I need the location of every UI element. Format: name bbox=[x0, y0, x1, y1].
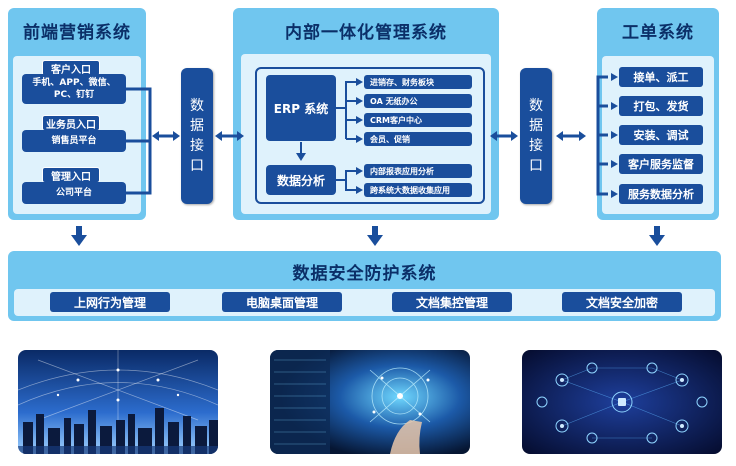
customer-entry-line-2: PC、钉钉 bbox=[53, 90, 95, 100]
security-item-internet-behavior: 上网行为管理 bbox=[50, 292, 170, 312]
erp-module-membership: 会员、促销 bbox=[364, 132, 472, 146]
internal-management-title: 内部一体化管理系统 bbox=[285, 23, 447, 43]
hand-touching-data-network-photo bbox=[270, 350, 470, 454]
left-data-interface: 数 据 接 口 bbox=[181, 68, 213, 204]
left-bidirectional-arrow bbox=[152, 131, 180, 141]
data-analysis-box: 数据分析 bbox=[266, 165, 336, 195]
right-interface-char-4: 口 bbox=[529, 158, 543, 174]
data-security-title: 数据安全防护系统 bbox=[292, 264, 437, 284]
down-arrow-frontend bbox=[71, 226, 87, 246]
left-interface-char-3: 接 bbox=[190, 138, 204, 154]
frontend-marketing-title: 前端营销系统 bbox=[23, 23, 131, 43]
security-item-document-encryption: 文档安全加密 bbox=[562, 292, 682, 312]
security-item-desktop: 电脑桌面管理 bbox=[222, 292, 342, 312]
work-order-item-install: 安装、调试 bbox=[619, 125, 703, 145]
left-interface-char-1: 数 bbox=[190, 98, 204, 114]
work-order-title: 工单系统 bbox=[622, 23, 694, 43]
management-entry-body: 公司平台 bbox=[22, 182, 126, 204]
right-bidirectional-arrow bbox=[556, 131, 586, 141]
right-interface-char-1: 数 bbox=[529, 98, 543, 114]
erp-module-crm: CRM客户中心 bbox=[364, 113, 472, 127]
security-item-document-control: 文档集控管理 bbox=[392, 292, 512, 312]
right-interface-char-3: 接 bbox=[529, 138, 543, 154]
erp-module-oa: OA 无纸办公 bbox=[364, 94, 472, 108]
right-data-interface: 数 据 接 口 bbox=[520, 68, 552, 204]
work-order-item-service-monitor: 客户服务监督 bbox=[619, 154, 703, 174]
management-entry-head: 管理入口 bbox=[42, 167, 100, 183]
left-interface-char-2: 据 bbox=[190, 118, 204, 134]
salesperson-entry-head: 业务员入口 bbox=[42, 115, 100, 131]
customer-entry-body: 手机、APP、微信、 PC、钉钉 bbox=[22, 74, 126, 104]
connected-device-icons-network-photo bbox=[522, 350, 722, 454]
analysis-module-internal-report: 内部报表应用分析 bbox=[364, 164, 472, 178]
analysis-module-big-data: 跨系统大数据收集应用 bbox=[364, 183, 472, 197]
erp-system-box: ERP 系统 bbox=[266, 75, 336, 141]
down-arrow-internal bbox=[367, 226, 383, 246]
customer-entry-line-1: 手机、APP、微信、 bbox=[32, 78, 116, 88]
work-order-item-shipping: 打包、发货 bbox=[619, 96, 703, 116]
work-order-item-service-analysis: 服务数据分析 bbox=[619, 184, 703, 204]
work-order-item-dispatch: 接单、派工 bbox=[619, 67, 703, 87]
down-arrow-work-order bbox=[649, 226, 665, 246]
right-interface-char-2: 据 bbox=[529, 118, 543, 134]
salesperson-entry-body: 销售员平台 bbox=[22, 130, 126, 152]
left-interface-char-4: 口 bbox=[190, 158, 204, 174]
city-skyline-network-photo bbox=[18, 350, 218, 454]
erp-module-inventory-finance: 进销存、财务板块 bbox=[364, 75, 472, 89]
